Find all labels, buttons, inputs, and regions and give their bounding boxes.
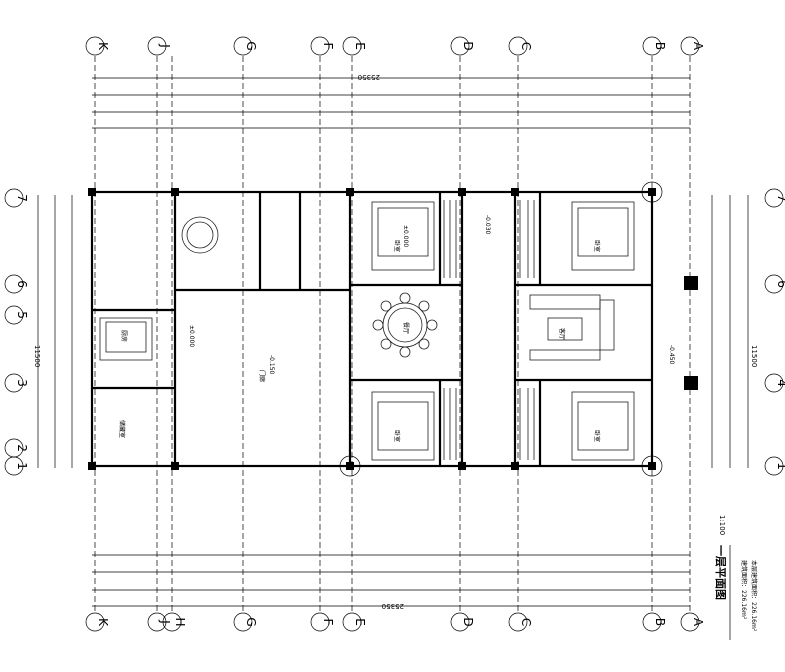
axis-right-4-label: 4 xyxy=(775,379,785,387)
axis-bottom-C-label: C xyxy=(519,618,533,626)
building-walls xyxy=(90,190,654,468)
axis-bottom-D-label: D xyxy=(461,617,475,626)
living-room-sofa xyxy=(529,294,615,361)
axis-top-A-label: A xyxy=(691,42,705,51)
axis-top-C: C xyxy=(508,36,533,56)
axis-right-1: 1 xyxy=(764,456,785,476)
axis-top-C-label: C xyxy=(519,42,533,50)
right-axis-column: 7 6 4 1 xyxy=(764,188,785,476)
elev-porch: -0.150 xyxy=(268,355,275,375)
label-bedroom-br: 卧室 xyxy=(593,430,601,442)
axis-right-4: 4 xyxy=(764,373,785,393)
axis-bottom-B-label: B xyxy=(653,618,667,626)
label-bedroom-tr: 卧室 xyxy=(593,240,601,252)
area-building: 建筑面积：226.16m² xyxy=(740,560,748,620)
axis-bottom-C: C xyxy=(508,612,533,632)
overall-dimension-bottom: 25350 xyxy=(382,602,404,610)
axis-top-E: E xyxy=(342,36,367,56)
axis-right-1-label: 1 xyxy=(775,462,785,470)
axis-right-6-label: 6 xyxy=(775,280,785,288)
axis-top-J-label: J xyxy=(158,43,172,48)
label-dining: 餐厅 xyxy=(402,322,410,334)
axis-top-G-label: G xyxy=(244,41,258,50)
title-block: 一层平面图 1:100 建筑面积：226.16m² 本层建筑面积：226.16m… xyxy=(714,515,758,640)
axis-bottom-G: G xyxy=(233,612,258,632)
label-living: 客厅 xyxy=(558,328,566,340)
dining-table xyxy=(181,216,438,358)
axis-top-K-label: K xyxy=(96,42,110,51)
left-overall-dim: 11500 xyxy=(33,345,41,367)
bottom-dimension-lines: 25350 xyxy=(92,554,690,610)
room-labels: 卧室 卧室 卧室 卧室 客厅 餐厅 厨房 门廊 储藏室 xyxy=(118,240,601,442)
label-kitchen: 厨房 xyxy=(120,330,128,342)
axis-top-A: A xyxy=(680,36,705,56)
axis-bottom-D: D xyxy=(450,612,475,632)
axis-top-D-label: D xyxy=(461,41,475,50)
axis-bottom-F: F xyxy=(310,612,335,632)
axis-bottom-B: B xyxy=(642,612,667,632)
elevation-marks: ±0.000 ±0.000 -0.030 -0.150 -0.450 xyxy=(188,215,675,375)
axis-left-2-label: 2 xyxy=(15,444,29,452)
elev-toilet: -0.030 xyxy=(484,215,491,235)
label-storage: 储藏室 xyxy=(118,420,126,438)
right-overall-dim: 11500 xyxy=(750,345,758,367)
axis-left-7-label: 7 xyxy=(15,194,29,202)
axis-left-3-label: 3 xyxy=(15,379,29,387)
axis-grid-lines xyxy=(94,56,691,612)
stair xyxy=(443,200,535,460)
bedroom-furniture xyxy=(99,201,635,461)
axis-left-1: 1 xyxy=(4,456,29,476)
area-total: 本层建筑面积：226.16m² xyxy=(750,560,758,632)
axis-left-5-label: 5 xyxy=(15,311,29,319)
drawing-scale: 1:100 xyxy=(718,515,726,535)
axis-bottom-J-label: J xyxy=(158,619,172,624)
structural-columns xyxy=(88,181,698,477)
axis-bottom-H: H xyxy=(162,612,187,632)
axis-bottom-K-label: K xyxy=(96,618,110,627)
axis-bottom-A-label: A xyxy=(691,618,705,627)
axis-left-1-label: 1 xyxy=(15,462,29,470)
axis-top-G: G xyxy=(233,36,258,56)
axis-top-B-label: B xyxy=(653,42,667,50)
elev-outside: -0.450 xyxy=(668,345,675,365)
axis-top-E-label: E xyxy=(353,42,367,50)
axis-bottom-A: A xyxy=(680,612,705,632)
axis-right-7-label: 7 xyxy=(775,194,785,202)
axis-top-F-label: F xyxy=(321,43,335,50)
axis-bottom-E: E xyxy=(342,612,367,632)
axis-left-6-label: 6 xyxy=(15,280,29,288)
axis-left-3: 3 xyxy=(4,373,29,393)
left-axis-column: 7 6 5 3 2 1 xyxy=(4,188,29,476)
label-porch: 门廊 xyxy=(258,370,266,382)
axis-bottom-K: K xyxy=(85,612,110,632)
axis-top-K: K xyxy=(85,36,110,56)
axis-left-6: 6 xyxy=(4,274,29,294)
axis-top-J: J xyxy=(147,36,172,56)
overall-dimension-top: 25350 xyxy=(358,73,380,81)
axis-bottom-G-label: G xyxy=(244,617,258,626)
axis-top-F: F xyxy=(310,36,335,56)
axis-right-7: 7 xyxy=(764,188,785,208)
axis-left-7: 7 xyxy=(4,188,29,208)
label-bedroom-tl: 卧室 xyxy=(393,240,401,252)
drawing-title: 一层平面图 xyxy=(714,545,727,600)
axis-bottom-F-label: F xyxy=(321,619,335,626)
axis-left-2: 2 xyxy=(4,438,29,458)
axis-left-5: 5 xyxy=(4,305,29,325)
axis-bottom-E-label: E xyxy=(353,618,367,626)
top-dimension-lines: 25350 xyxy=(92,73,690,129)
side-dimension-lines: 11500 11500 xyxy=(33,195,758,468)
axis-bottom-H-label: H xyxy=(173,617,187,626)
axis-right-6: 6 xyxy=(764,274,785,294)
label-bedroom-bl: 卧室 xyxy=(393,430,401,442)
axis-top-D: D xyxy=(450,36,475,56)
axis-top-B: B xyxy=(642,36,667,56)
axis-bottom-J: J xyxy=(147,612,172,632)
elev-bedroom: ±0.000 xyxy=(402,225,409,247)
elev-kitchen: ±0.000 xyxy=(188,325,195,347)
